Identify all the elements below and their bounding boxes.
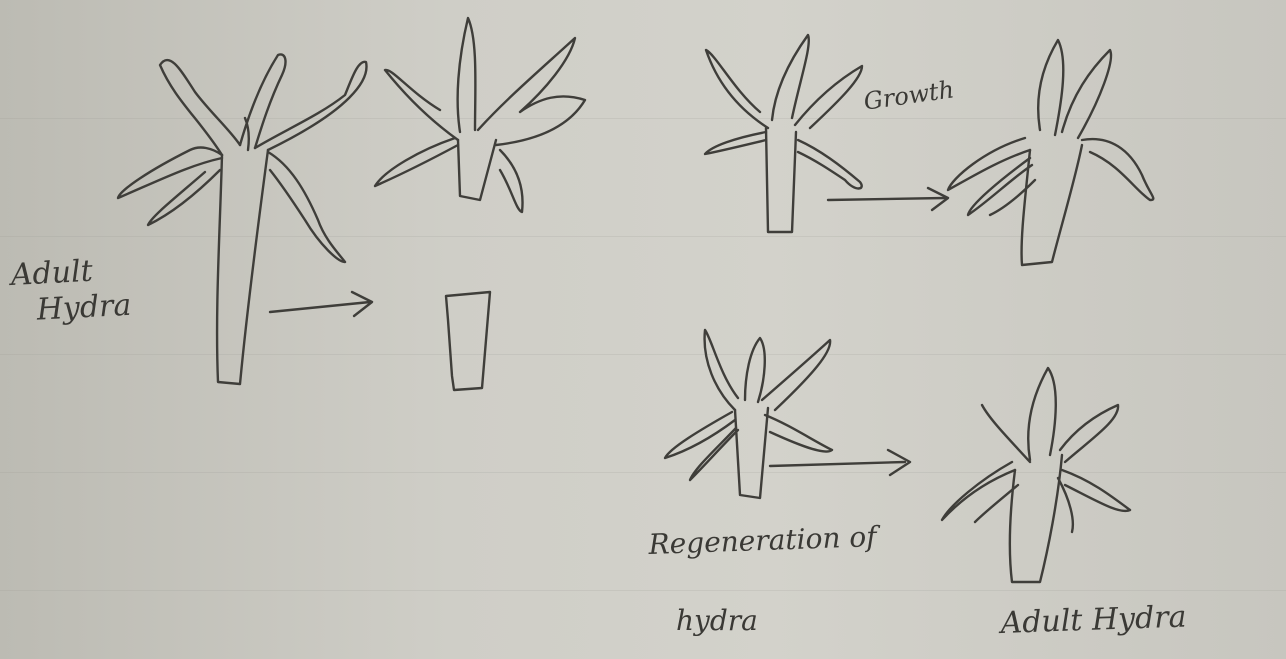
label-adult-hydra-left: Adult Hydra xyxy=(10,252,132,330)
small-hydra-drawing xyxy=(705,35,862,232)
label-adult-hydra-left-line1: Adult xyxy=(10,252,130,294)
arrow-regeneration xyxy=(770,450,910,475)
grown-hydra-drawing xyxy=(948,40,1153,265)
adult-hydra-bottom-drawing xyxy=(942,368,1130,582)
arrow-cut xyxy=(270,292,372,316)
arrow-growth xyxy=(828,188,948,210)
adult-hydra-drawing xyxy=(118,54,366,384)
cut-head-drawing xyxy=(375,18,585,212)
cut-base-drawing xyxy=(446,292,490,390)
regenerating-hydra-drawing xyxy=(665,330,832,498)
label-adult-hydra-bottom: Adult Hydra xyxy=(1000,600,1187,641)
label-adult-hydra-left-line2: Hydra xyxy=(12,288,132,330)
label-regeneration-line2: hydra xyxy=(676,604,758,637)
